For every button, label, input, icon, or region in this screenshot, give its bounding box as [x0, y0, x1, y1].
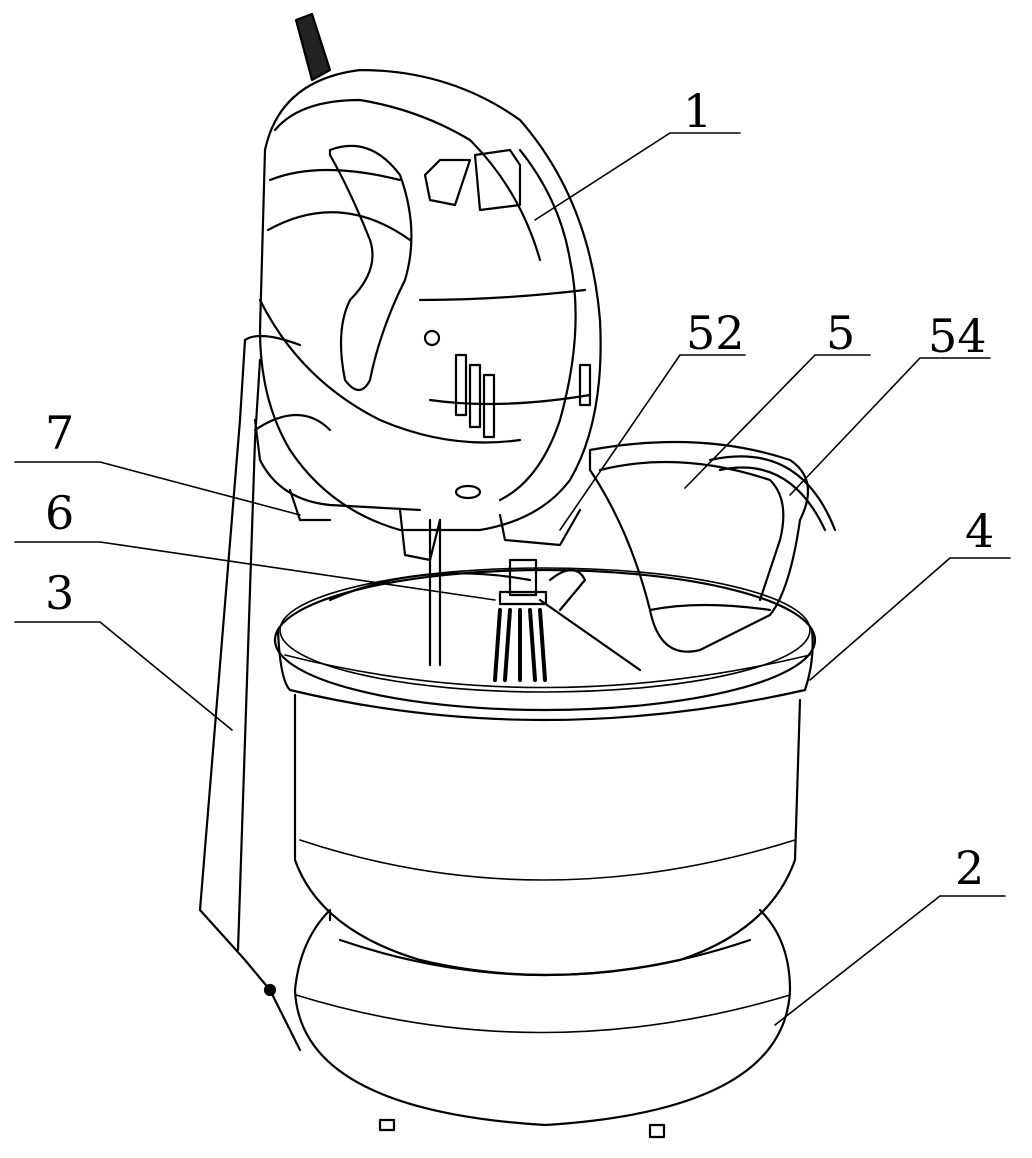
leader-lines	[15, 133, 1010, 1025]
label-1: 1	[683, 88, 712, 134]
label-6: 6	[45, 490, 74, 536]
label-5: 5	[826, 310, 855, 356]
label-4: 4	[965, 508, 994, 554]
label-3: 3	[45, 570, 74, 616]
label-52: 52	[686, 310, 745, 356]
stand-column	[200, 336, 330, 1050]
label-54: 54	[928, 313, 987, 359]
label-7: 7	[45, 410, 74, 456]
bowl	[275, 568, 815, 975]
label-2: 2	[955, 845, 984, 891]
feed-chute	[590, 442, 835, 652]
mixer-head	[255, 70, 601, 560]
power-cord	[296, 14, 330, 80]
